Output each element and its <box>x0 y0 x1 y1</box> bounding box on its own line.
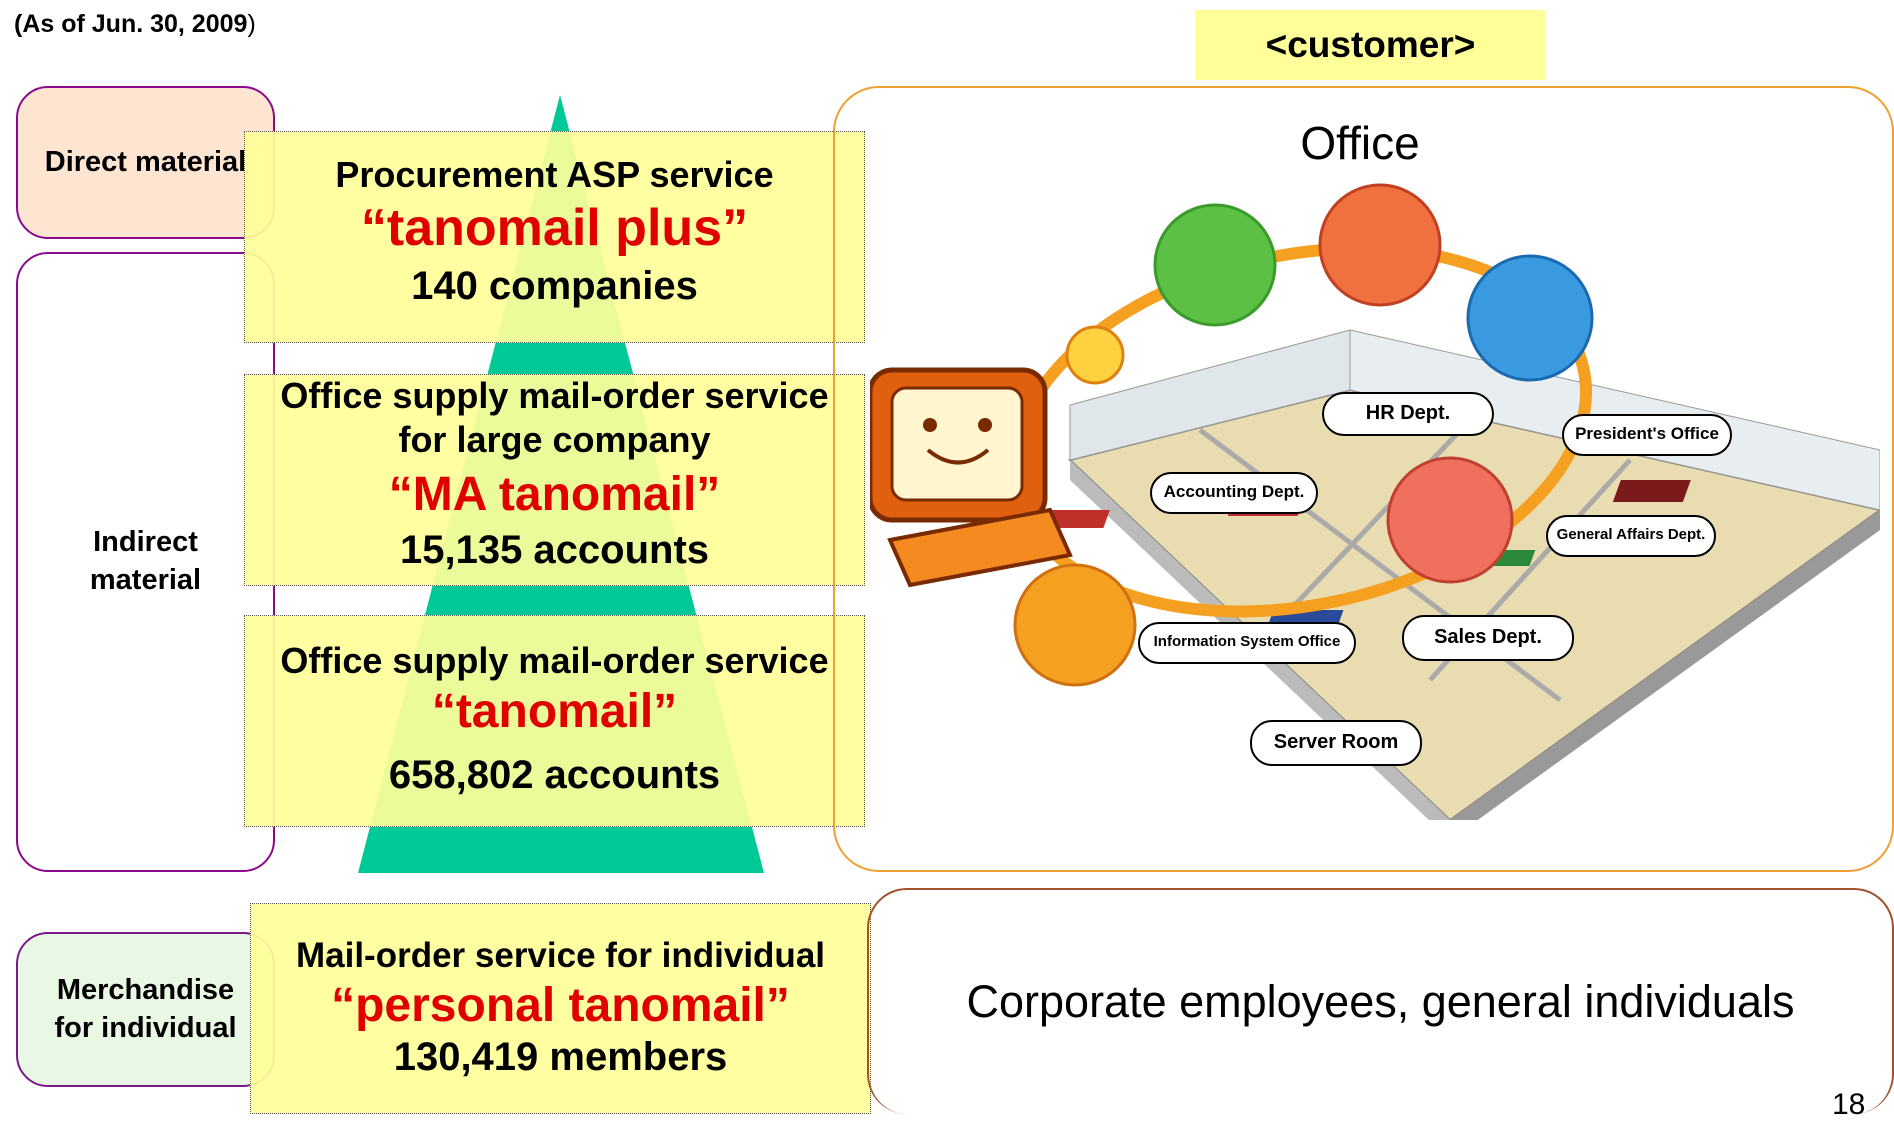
as-of-date: (As of Jun. 30, 2009) <box>14 10 256 38</box>
customer-title: <customer> <box>1195 10 1546 80</box>
service-box-ma-tanomail: Office supply mail-order service for lar… <box>244 374 865 586</box>
service-name: “tanomail” <box>431 685 678 738</box>
service-description: Office supply mail-order service <box>280 640 829 681</box>
service-name: “personal tanomail” <box>331 979 790 1032</box>
dept-label-sales: Sales Dept. <box>1402 615 1574 661</box>
office-frame <box>833 86 1894 872</box>
service-box-tanomail-plus: Procurement ASP service “tanomail plus” … <box>244 131 865 343</box>
category-direct-material: Direct material <box>16 86 275 239</box>
service-count: 658,802 accounts <box>388 753 721 797</box>
dept-label-server-room: Server Room <box>1250 720 1422 766</box>
dept-label-info-system: Information System Office <box>1138 622 1356 664</box>
service-description: Mail-order service for individual <box>295 936 826 975</box>
category-merchandise-individual: Merchandise for individual <box>16 932 275 1087</box>
service-description: Office supply mail-order service <box>280 375 829 416</box>
service-count: 15,135 accounts <box>399 528 710 572</box>
service-box-personal-tanomail: Mail-order service for individual “perso… <box>250 903 871 1114</box>
dept-label-president: President's Office <box>1562 414 1732 456</box>
service-name: “MA tanomail” <box>388 468 721 521</box>
service-description-line2: for large company <box>398 419 711 460</box>
service-box-tanomail: Office supply mail-order service “tanoma… <box>244 615 865 827</box>
service-description: Procurement ASP service <box>335 154 774 195</box>
dept-label-accounting: Accounting Dept. <box>1150 472 1318 514</box>
employees-text: Corporate employees, general individuals <box>966 976 1795 1027</box>
page-number: 18 <box>1832 1088 1866 1121</box>
dept-label-general-affairs: General Affairs Dept. <box>1546 515 1716 557</box>
dept-label-hr: HR Dept. <box>1322 392 1494 436</box>
employees-frame: Corporate employees, general individuals <box>867 888 1894 1114</box>
category-indirect-material: Indirect material <box>16 252 275 872</box>
service-count: 130,419 members <box>393 1035 728 1079</box>
service-name: “tanomail plus” <box>360 199 749 257</box>
service-count: 140 companies <box>411 264 698 308</box>
office-label: Office <box>1300 117 1420 169</box>
